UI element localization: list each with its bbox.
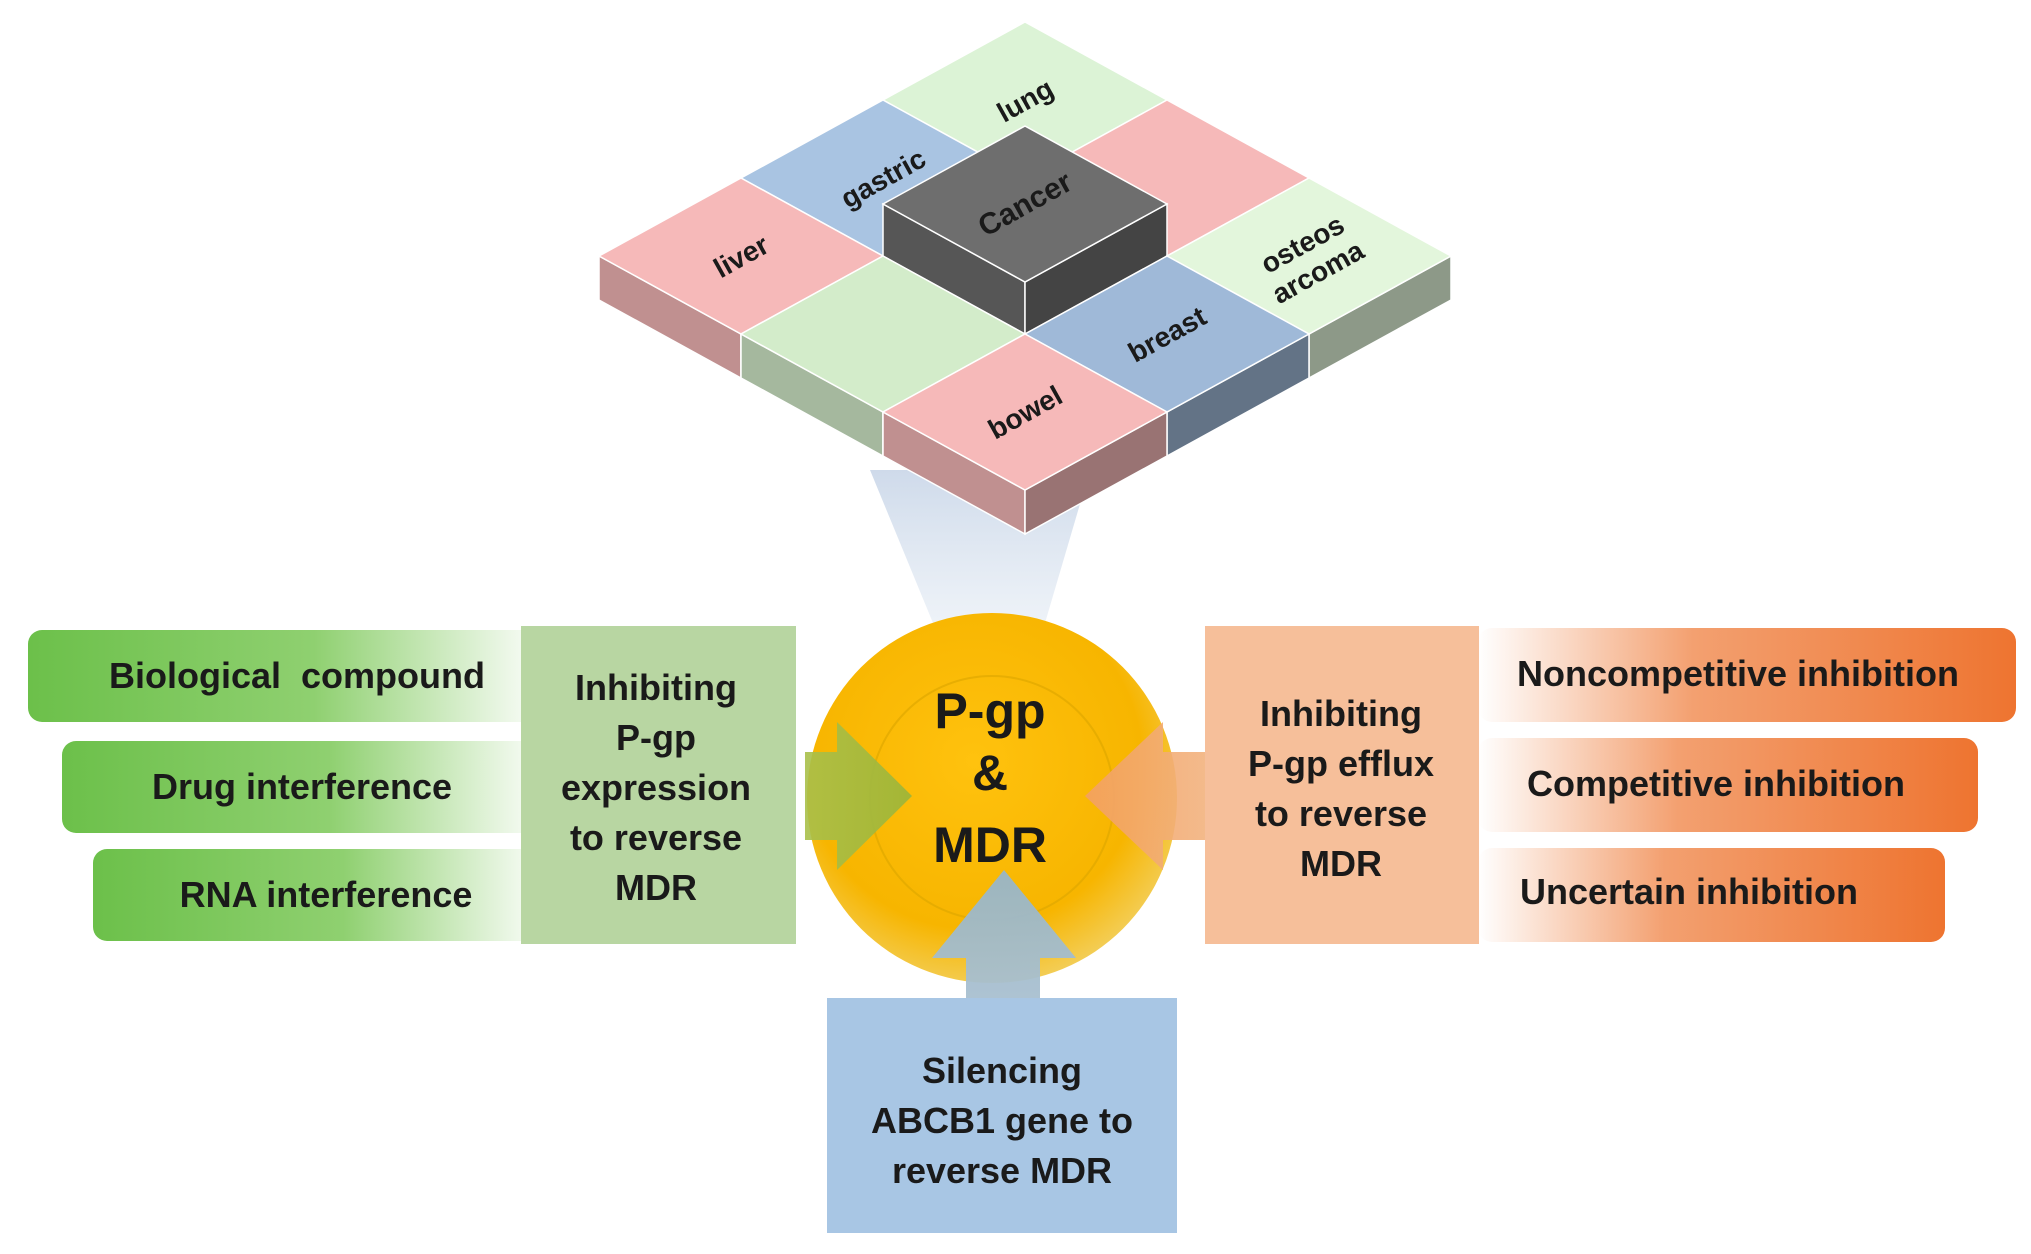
bottom-box-line-1: Silencing: [922, 1050, 1082, 1091]
tile-8-top: [881, 333, 1169, 491]
left-box-line-5: MDR: [615, 867, 697, 908]
cancer-block-top: [881, 125, 1169, 283]
right-box-line-4: MDR: [1300, 843, 1382, 884]
right-bar-label-2: Competitive inhibition: [1527, 763, 1905, 804]
right-bar-1: [1478, 628, 2016, 722]
left-mechanism-box: [521, 626, 796, 944]
left-mechanism-text: Inhibiting P-gp expression to reverse MD…: [561, 667, 751, 908]
right-box-line-3: to reverse: [1255, 793, 1427, 834]
center-line-ampersand: &: [972, 745, 1008, 801]
center-line-pgp: P-gp: [934, 683, 1045, 739]
right-box-line-2: P-gp efflux: [1248, 743, 1434, 784]
left-box-line-2: P-gp: [616, 717, 696, 758]
bottom-arrow: [932, 870, 1076, 998]
left-bar-2: [62, 741, 548, 833]
left-box-line-4: to reverse: [570, 817, 742, 858]
left-box-line-3: expression: [561, 767, 751, 808]
left-arrow: [805, 722, 912, 870]
right-arrow: [1085, 722, 1205, 870]
cancer-type-grid: lunggastricliverCancerosteosarcomabreast…: [597, 21, 1453, 536]
left-box-line-1: Inhibiting: [575, 667, 737, 708]
left-bars: Biological compound Drug interference RN…: [28, 630, 548, 941]
pgp-mdr-circle: [807, 613, 1177, 983]
right-bar-label-1: Noncompetitive inhibition: [1517, 653, 1959, 694]
right-bars: Noncompetitive inhibition Competitive in…: [1478, 628, 2016, 942]
left-bar-label-1: Biological compound: [109, 655, 485, 696]
left-bar-3: [93, 849, 548, 941]
left-bar-1: [28, 630, 548, 722]
left-bar-label-3: RNA interference: [180, 874, 473, 915]
bottom-box-line-3: reverse MDR: [892, 1150, 1112, 1191]
left-bar-label-2: Drug interference: [152, 766, 452, 807]
right-mechanism-box: [1205, 626, 1479, 944]
bottom-box-line-2: ABCB1 gene to: [871, 1100, 1133, 1141]
right-bar-2: [1478, 738, 1978, 832]
bottom-mechanism-box: [827, 998, 1177, 1233]
right-box-line-1: Inhibiting: [1260, 693, 1422, 734]
right-mechanism-text: Inhibiting P-gp efflux to reverse MDR: [1248, 693, 1434, 884]
right-bar-label-3: Uncertain inhibition: [1520, 871, 1858, 912]
right-bar-3: [1478, 848, 1945, 942]
center-line-mdr: MDR: [933, 817, 1047, 873]
bottom-mechanism-text: Silencing ABCB1 gene to reverse MDR: [871, 1050, 1133, 1191]
